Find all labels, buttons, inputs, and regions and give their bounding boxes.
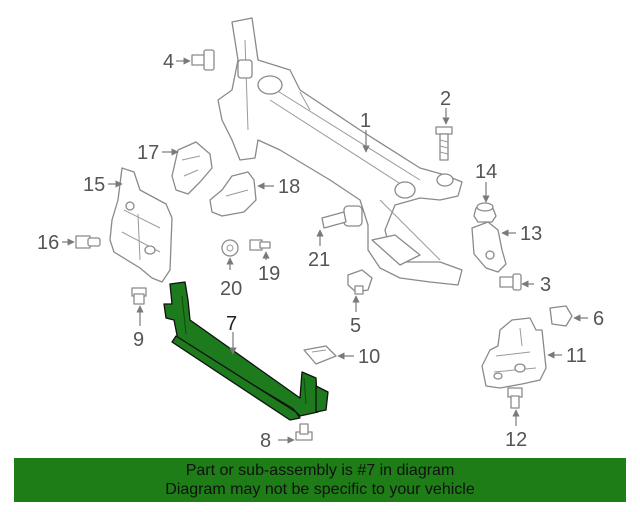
bolt-part-9 (131, 287, 147, 305)
bracket-part-18 (209, 171, 257, 217)
callout-21: 21 (308, 249, 330, 271)
banner-line-disclaimer: Diagram may not be specific to your vehi… (165, 481, 475, 498)
mount-part-21 (321, 205, 363, 229)
bolt-part-12 (507, 387, 523, 409)
bolt-part-8 (295, 423, 313, 441)
bracket-part-17 (171, 141, 213, 195)
callout-18: 18 (278, 176, 300, 198)
bolt-part-19 (249, 239, 271, 251)
callout-2: 2 (440, 88, 451, 110)
banner-line-part-number: Part or sub-assembly is #7 in diagram (185, 462, 455, 479)
callout-7: 7 (226, 313, 237, 335)
bolt-part-3 (499, 273, 522, 291)
callout-3: 3 (540, 274, 551, 296)
callout-11: 11 (566, 345, 587, 367)
clip-nut-part-10 (303, 345, 337, 365)
bolt-part-2 (435, 126, 453, 161)
bushing-part-14 (473, 202, 497, 223)
latch-bracket-part-11 (481, 317, 547, 389)
callout-8: 8 (260, 430, 271, 452)
bolt-part-4 (191, 49, 215, 71)
side-bracket-part-15 (109, 167, 173, 283)
bracket-part-13 (471, 221, 507, 273)
clip-part-5 (347, 269, 373, 295)
callout-4: 4 (163, 51, 174, 73)
parts-diagram: 1 2 3 4 5 6 7 8 9 10 11 12 13 14 15 16 1… (37, 17, 604, 452)
callout-labels: 1 2 3 4 5 6 7 8 9 10 11 12 13 14 15 16 1… (37, 51, 604, 452)
callout-12: 12 (505, 429, 527, 451)
callout-15: 15 (83, 174, 105, 196)
callout-6: 6 (593, 308, 604, 330)
callout-5: 5 (350, 315, 361, 337)
nut-part-20 (221, 239, 239, 257)
callout-17: 17 (137, 142, 159, 164)
callout-9: 9 (133, 329, 144, 351)
notice-banner: Part or sub-assembly is #7 in diagram Di… (14, 458, 626, 502)
callout-16: 16 (37, 232, 59, 254)
callout-20: 20 (220, 278, 242, 300)
bolt-part-16 (75, 235, 101, 249)
callout-1: 1 (360, 110, 371, 132)
leader-lines (62, 57, 588, 444)
lower-reinforcement-part-7 (163, 281, 329, 421)
clip-part-6 (549, 305, 573, 327)
callout-10: 10 (358, 346, 380, 368)
callout-19: 19 (258, 263, 280, 285)
callout-13: 13 (520, 223, 542, 245)
crossmember-frame-part-1 (217, 17, 463, 286)
callout-14: 14 (475, 161, 497, 183)
